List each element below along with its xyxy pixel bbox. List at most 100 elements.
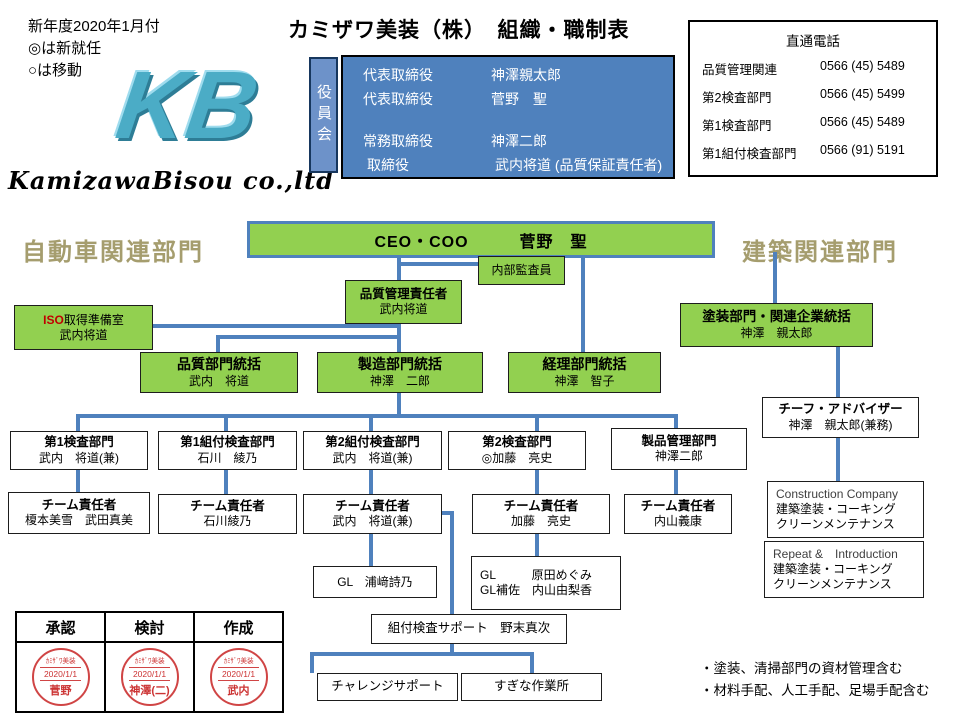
phone-label: 第1検査部門 bbox=[702, 119, 772, 133]
box-title: 内部監査員 bbox=[491, 263, 552, 277]
phone-label: 第2検査部門 bbox=[702, 91, 772, 105]
approval-stamp: ｶﾐｻﾞﾜ美装 2020/1/1 武内 bbox=[209, 648, 268, 706]
connector bbox=[369, 532, 373, 566]
org-box-gl-harada: GL 原田めぐみ GL補佐 内山由梨香 bbox=[471, 556, 621, 610]
connector bbox=[581, 252, 585, 352]
connector bbox=[310, 652, 314, 673]
connector bbox=[224, 468, 228, 494]
org-box-quality-manager: 品質管理責任者 武内将道 bbox=[345, 280, 462, 324]
connector bbox=[535, 532, 539, 556]
connector bbox=[836, 436, 840, 481]
stamp-date: 2020/1/1 bbox=[39, 667, 82, 681]
box-name: 内山義康 bbox=[653, 514, 702, 529]
approval-header: 作成 bbox=[193, 611, 284, 643]
org-box-construction-company: Construction Company 建築塗装・コーキング クリーンメンテナ… bbox=[767, 481, 924, 538]
box-name: GL 浦﨑詩乃 bbox=[337, 574, 413, 589]
connector bbox=[450, 642, 454, 654]
box-title: チーム責任者 bbox=[640, 498, 716, 513]
box-title: 第1検査部門 bbox=[44, 435, 114, 450]
section-automotive: 自動車関連部門 bbox=[22, 239, 204, 266]
org-box-team-leader-2: チーム責任者 石川綾乃 bbox=[158, 494, 297, 534]
stamp-date: 2020/1/1 bbox=[128, 667, 171, 681]
box-name: 榎本美雪 武田真美 bbox=[24, 513, 133, 528]
box-title: 経理部門統括 bbox=[542, 356, 627, 373]
approval-stamp: ｶﾐｻﾞﾜ美装 2020/1/1 神澤(二) bbox=[120, 648, 179, 706]
connector bbox=[450, 511, 454, 614]
phone-number: 0566 (45) 5499 bbox=[820, 87, 905, 101]
approval-stamp: ｶﾐｻﾞﾜ美装 2020/1/1 菅野 bbox=[31, 648, 90, 706]
connector bbox=[151, 324, 401, 328]
org-box-internal-auditor: 内部監査員 bbox=[478, 256, 565, 285]
box-title: チーム責任者 bbox=[335, 498, 410, 513]
company-logo: KB bbox=[110, 52, 265, 159]
footnotes: ・塗装、清掃部門の資材管理含む ・材料手配、人工手配、足場手配含む bbox=[700, 658, 930, 701]
org-box-team-leader-4: チーム責任者 加藤 亮史 bbox=[472, 494, 610, 534]
phone-number: 0566 (45) 5489 bbox=[820, 59, 905, 73]
approval-header: 承認 bbox=[15, 611, 106, 643]
connector bbox=[369, 414, 373, 431]
box-title: 第2検査部門 bbox=[482, 435, 552, 450]
section-construction: 建築関連部門 bbox=[742, 239, 898, 266]
org-box-assembly-inspection-dept-2: 第2組付検査部門 武内 将道(兼) bbox=[303, 431, 442, 470]
box-title: 製造部門統括 bbox=[358, 356, 442, 373]
box-title: 第1組付検査部門 bbox=[180, 435, 275, 450]
phone-number: 0566 (91) 5191 bbox=[820, 143, 905, 157]
box-title: 品質部門統括 bbox=[177, 356, 261, 373]
org-box-inspection-dept-2: 第2検査部門 ◎加藤 亮史 bbox=[448, 431, 586, 470]
box-name: 神澤二郎 bbox=[654, 449, 703, 464]
revision-note: 新年度2020年1月付 ◎は新就任 ○は移動 bbox=[28, 16, 160, 81]
org-box-team-leader-5: チーム責任者 内山義康 bbox=[624, 494, 732, 534]
box-name: 武内 将道(兼) bbox=[332, 514, 413, 529]
box-line: クリーンメンテナンス bbox=[773, 577, 892, 591]
box-title: チーム責任者 bbox=[41, 497, 117, 512]
approval-header: 検討 bbox=[104, 611, 195, 643]
box-title: 塗装部門・関連企業統括 bbox=[702, 309, 851, 325]
connector bbox=[76, 414, 80, 431]
connector bbox=[224, 414, 228, 431]
box-title: チャレンジサポート bbox=[331, 679, 444, 694]
box-line: Repeat & Introduction bbox=[773, 547, 898, 561]
box-name: GL補佐 内山由梨香 bbox=[480, 583, 593, 597]
board-role: 取締役 bbox=[367, 157, 409, 173]
board-name: 菅野 聖 bbox=[491, 91, 547, 107]
org-box-accounting-division: 経理部門統括 神澤 智子 bbox=[508, 352, 661, 393]
approval-cell: ｶﾐｻﾞﾜ美装 2020/1/1 武内 bbox=[193, 641, 284, 713]
stamp-company: ｶﾐｻﾞﾜ美装 bbox=[134, 658, 165, 665]
connector bbox=[401, 262, 478, 266]
note-line: ◎は新就任 bbox=[28, 39, 102, 57]
org-box-iso-room: ISO取得準備室 武内将道 bbox=[14, 305, 153, 350]
box-title: 製品管理部門 bbox=[641, 433, 717, 448]
connector bbox=[216, 335, 220, 352]
connector bbox=[76, 414, 678, 418]
connector bbox=[397, 391, 401, 416]
board-box: 代表取締役 神澤親太郎 代表取締役 菅野 聖 常務取締役 神澤二郎 取締役 武内… bbox=[341, 55, 675, 179]
connector bbox=[216, 335, 401, 339]
connector bbox=[369, 468, 373, 494]
box-name: GL 原田めぐみ bbox=[480, 568, 592, 582]
approval-table: 承認 検討 作成 ｶﾐｻﾞﾜ美装 2020/1/1 菅野 ｶﾐｻﾞﾜ美装 202… bbox=[15, 611, 284, 713]
stamp-company: ｶﾐｻﾞﾜ美装 bbox=[45, 658, 76, 665]
connector bbox=[76, 468, 80, 494]
stamp-company: ｶﾐｻﾞﾜ美装 bbox=[223, 658, 254, 665]
box-title: 取得準備室 bbox=[63, 312, 124, 327]
box-name: 石川綾乃 bbox=[203, 514, 252, 529]
org-box-quality-division: 品質部門統括 武内 将道 bbox=[140, 352, 298, 393]
org-box-assembly-inspection-support: 組付検査サポート 野末真次 bbox=[371, 614, 567, 644]
note-line: 新年度2020年1月付 bbox=[28, 18, 160, 35]
box-name: 組付検査サポート 野末真次 bbox=[387, 621, 551, 636]
stamp-name: 武内 bbox=[227, 685, 250, 697]
board-name: 神澤二郎 bbox=[491, 133, 547, 149]
box-name: 武内 将道(兼) bbox=[332, 450, 413, 465]
connector bbox=[674, 414, 678, 431]
phone-title: 直通電話 bbox=[786, 34, 840, 49]
org-box-challenge-support: チャレンジサポート bbox=[317, 673, 458, 701]
connector bbox=[535, 468, 539, 494]
board-name: 武内将道 (品質保証責任者) bbox=[495, 157, 663, 173]
box-line: 建築塗装・コーキング bbox=[776, 502, 896, 516]
note-line: ○は移動 bbox=[28, 61, 83, 79]
footnote-line: ・材料手配、人工手配、足場手配含む bbox=[700, 682, 930, 698]
box-title: チーム責任者 bbox=[503, 498, 579, 513]
connector bbox=[773, 252, 777, 303]
